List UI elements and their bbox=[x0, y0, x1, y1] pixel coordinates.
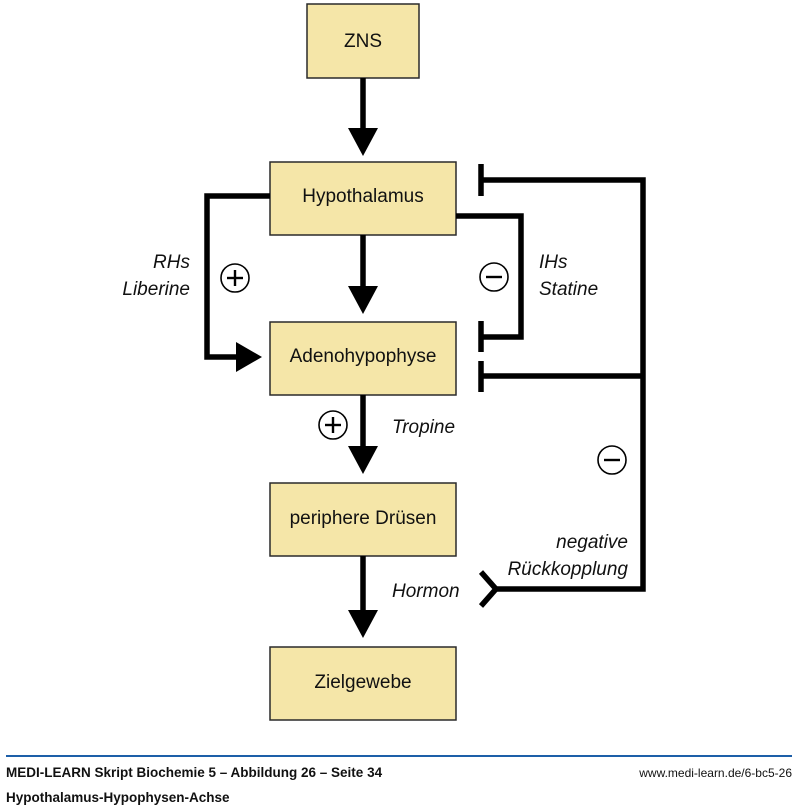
plus-sign-liberine bbox=[220, 263, 250, 293]
label-rueckkopplung: Rückkopplung bbox=[508, 559, 629, 580]
hpa-axis-diagram: ZNS Hypothalamus Adenohypophyse peripher… bbox=[122, 3, 646, 721]
inhibition-statine bbox=[456, 213, 524, 352]
label-liberine: Liberine bbox=[122, 279, 190, 300]
minus-sign-feedback bbox=[597, 445, 627, 475]
label-tropine: Tropine bbox=[392, 417, 455, 438]
footer-url[interactable]: www.medi-learn.de/6-bc5-26 bbox=[639, 766, 792, 780]
node-zielgewebe: Zielgewebe bbox=[269, 646, 457, 721]
node-adenohypophyse-label: Adenohypophyse bbox=[290, 346, 437, 367]
label-rhs: RHs bbox=[153, 252, 190, 273]
node-zielgewebe-label: Zielgewebe bbox=[314, 672, 411, 693]
arrow-liberine bbox=[204, 193, 270, 372]
node-periphere-druesen: periphere Drüsen bbox=[269, 482, 457, 557]
footer-divider bbox=[6, 755, 792, 757]
node-zns-label: ZNS bbox=[344, 31, 382, 52]
node-zns: ZNS bbox=[306, 3, 420, 79]
negative-feedback-loop bbox=[478, 164, 646, 608]
arrow-hypothalamus-to-adenohypophyse bbox=[348, 235, 378, 314]
label-hormon: Hormon bbox=[392, 581, 460, 602]
label-ihs: IHs bbox=[539, 252, 568, 273]
minus-sign-statine bbox=[479, 262, 509, 292]
node-hypothalamus: Hypothalamus bbox=[269, 161, 457, 236]
arrow-zns-to-hypothalamus bbox=[348, 78, 378, 156]
arrow-adenohypophyse-to-druesen bbox=[348, 395, 378, 474]
plus-sign-tropine bbox=[318, 410, 348, 440]
footer-figure-title: Hypothalamus-Hypophysen-Achse bbox=[6, 790, 230, 805]
node-adenohypophyse: Adenohypophyse bbox=[269, 321, 457, 396]
label-statine: Statine bbox=[539, 279, 598, 300]
arrow-druesen-to-zielgewebe bbox=[348, 556, 378, 638]
node-periphere-druesen-label: periphere Drüsen bbox=[290, 508, 437, 529]
footer-source: MEDI-LEARN Skript Biochemie 5 – Abbildun… bbox=[6, 765, 383, 780]
node-hypothalamus-label: Hypothalamus bbox=[302, 186, 423, 207]
label-negative: negative bbox=[556, 532, 628, 553]
